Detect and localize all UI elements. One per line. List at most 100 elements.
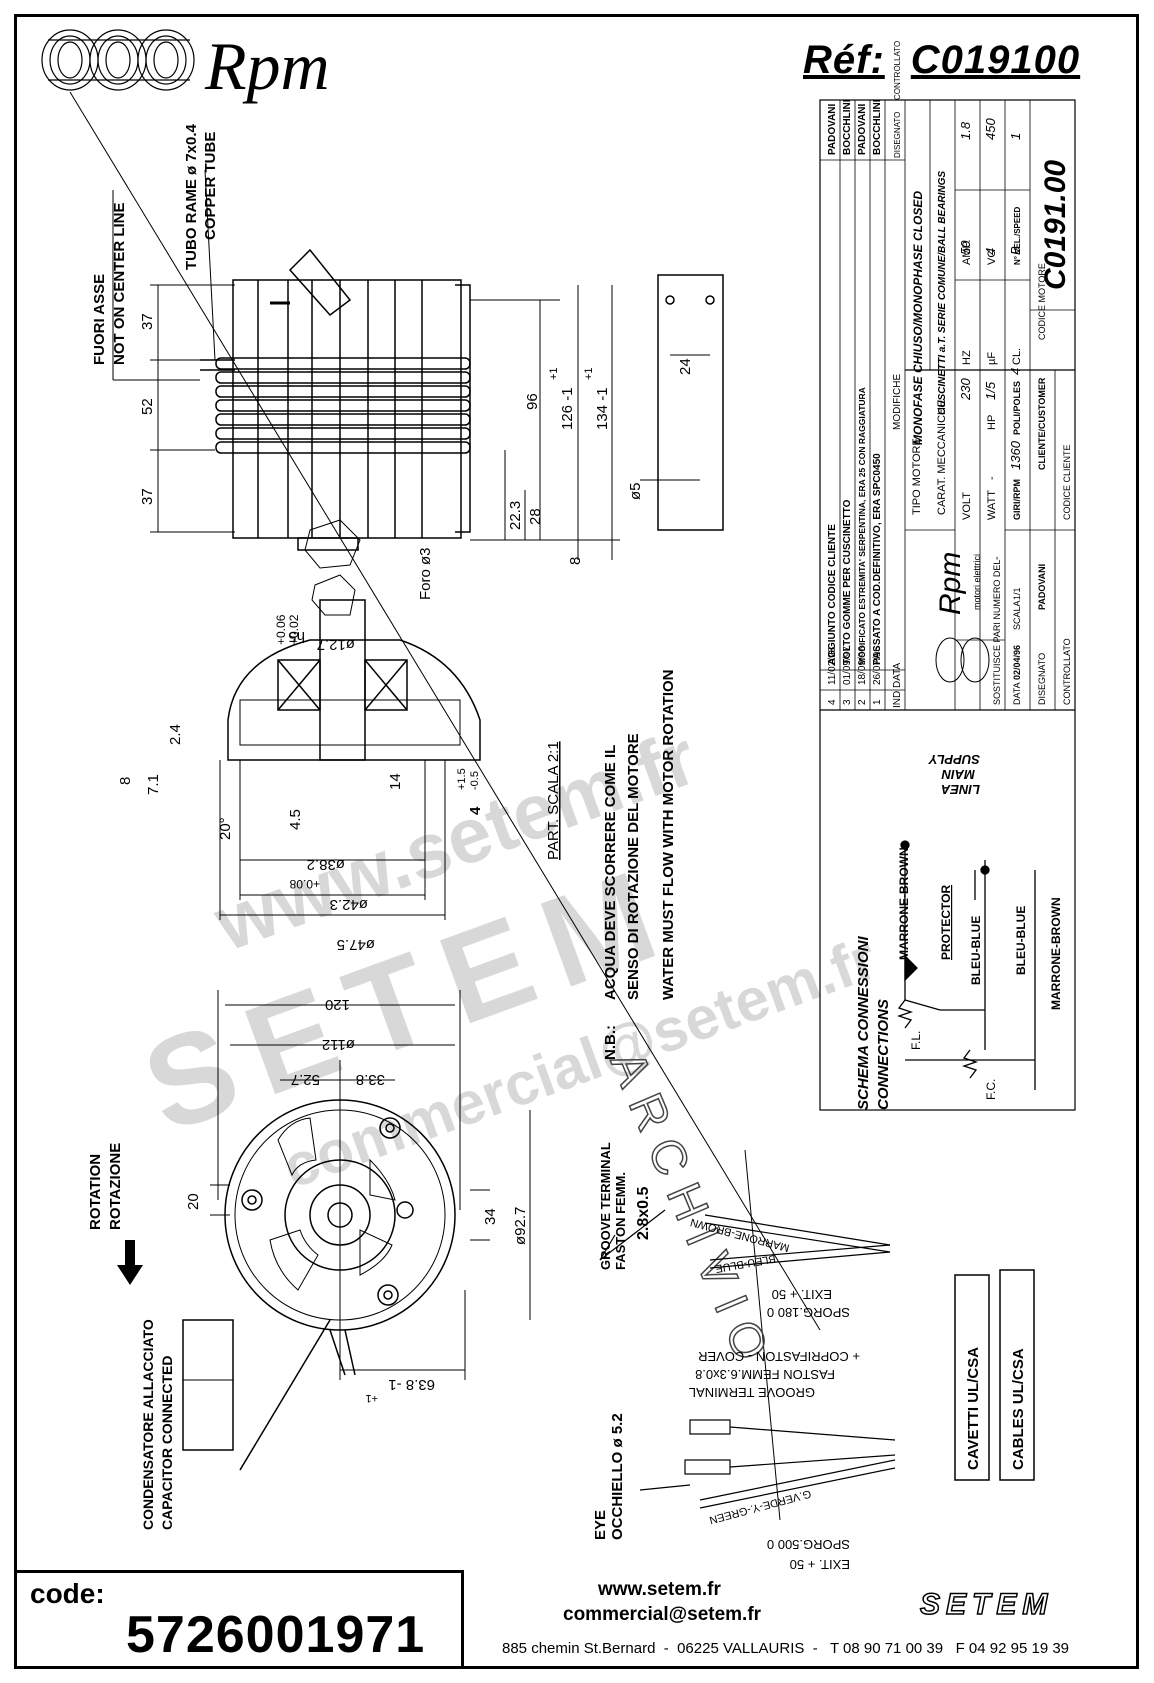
faston-femm-label: FASTON FEMM. [613,1172,628,1270]
front-view-dimensions [210,990,531,1380]
groove-terminal-label: GROOVE TERMINAL [598,1142,613,1270]
title-block-logo: Rpm motori elettrici [934,552,990,683]
email-link[interactable]: commercial@setem.fr [563,1604,762,1625]
rev-header-mod: MODIFICHE [892,374,903,430]
dim-8-detail: 8 [117,777,134,785]
note-line-it: ACQUA DEVE SCORRERE COME IL [602,745,619,1000]
conn-fc: F.C. [984,1079,998,1100]
dim-8: 8 [567,557,584,565]
cl-label: CL. [1011,348,1023,365]
hp-label: HP [986,415,998,430]
axis-label-it: FUORI ASSE [91,274,108,365]
rpm-coil-logo [41,29,195,91]
dim-33-8: 33.8 [356,1071,385,1088]
title-block-specs: TIPO MOTORE MONOFASE CHIUSO/MONOPHASE CL… [911,118,1072,705]
shaft-fit: h5 [288,628,305,645]
tipo-motore: MONOFASE CHIUSO/MONOPHASE CLOSED [911,191,925,445]
bracket-view [640,274,724,531]
code-value: 5726001971 [126,1606,426,1664]
exit-180: EXIT. + 50 [772,1287,832,1302]
rotation-arrow-icon [117,1240,143,1285]
dim-37-bottom: 37 [139,488,156,505]
title-block-brand-sub: motori elettrici [972,554,982,610]
hp-value: 1/5 [983,381,998,400]
conn-wire-blue: BLEU-BLUE [969,916,983,985]
rev-ind-3: 3 [842,699,853,705]
cables-en-label: CABLES UL/CSA [1010,1348,1027,1470]
terminal-labels: GROOVE TERMINAL FASTON FEMM. 2.8x0.5 MAR… [592,1142,860,1572]
conn-fl: F.L. [909,1031,923,1050]
rev-date-4: 11/02/98 [827,646,838,685]
supply-label-it: LINEA [941,782,980,797]
tipo-motore-label: TIPO MOTORE [911,438,923,515]
tol-upper: +0.06 [274,614,288,645]
dim-126-tol: +1 [548,367,560,380]
rev-header-checked: CONTROLLATO [893,41,902,100]
rev-by-2: PADOVANI [857,103,868,155]
note-line-it2: SENSO DI ROTAZIONE DEL MOTORE [625,733,642,1000]
rev-date-2: 18/09/96 [857,646,868,685]
bracket-dim-5: ø5 [627,482,644,500]
codice-motore-value: C0191.00 [1039,160,1072,290]
rpm-label: GIRI/RPM [1012,479,1022,520]
scala-value: 1/1 [1012,587,1022,600]
note-line-en: WATER MUST FLOW WITH MOTOR ROTATION [660,669,677,1000]
axis-label-en: NOT ON CENTER LINE [111,202,128,365]
uf-value: 4 [983,248,998,255]
vc-value: 450 [983,118,998,140]
motor-side-view [200,248,471,551]
dim-47: ø47.5 [337,936,375,953]
website-link[interactable]: www.setem.fr [598,1579,721,1600]
bearing-detail [219,519,481,920]
tol-1-5: +1.5 [456,768,468,790]
code-label: code: [30,1578,105,1609]
cl-value: B [1008,246,1023,255]
conn-protector: PROTECTOR [939,885,953,960]
rev-date-3: 01/09/97 [842,646,853,685]
rev-text-3: TOLTO GOMME PER CUSCINETTO [842,499,853,665]
rev-text-2: MODIFICATO ESTREMITA' SERPENTINA, ERA 25… [857,387,867,665]
dim-112: ø112 [322,1036,355,1053]
dim-37-top: 37 [139,313,156,330]
dim-63-8: 63.8 -1 [388,1376,435,1393]
watermark: www.setem.fr SETEM commercial@setem.fr [127,713,885,1201]
amp-value: 1.8 [958,121,973,140]
conn-wire-blue-2: BLEU-BLUE [1014,906,1028,975]
shaft-dia: ø12.7 [317,636,355,653]
brand-title: Rpm [205,28,330,104]
cables-it-label: CAVETTI UL/CSA [965,1347,982,1470]
wire-green-label: G.VERDE-Y.-GREEN [708,1487,813,1526]
rev-text-1: PASSATO A COD.DEFINITIVO, ERA SPC0450 [872,453,883,665]
disegnato-label: DISEGNATO [1037,653,1047,705]
dim-134-tol: +1 [583,367,595,380]
dim-14: 14 [387,773,404,790]
conn-wire-brown-2: MARRONE-BROWN [1049,897,1063,1010]
dim-20: 20 [185,1193,202,1210]
rev-ind-1: 1 [872,699,883,705]
eye-label-it: OCCHIELLO ø 5.2 [609,1413,626,1540]
dim-52: 52 [139,398,156,415]
dim-134: 134 -1 [594,387,611,430]
controllato-label: CONTROLLATO [1062,638,1072,705]
tube-label-en: COPPER TUBE [202,132,219,240]
terminal-wires [599,1209,896,1509]
codice-cliente-label: CODICE CLIENTE [1062,444,1072,520]
title-block-brand: Rpm [934,552,967,615]
speed-value: 1 [1008,133,1023,140]
rev-header-date: DATA [892,662,903,688]
side-view-labels: 37 52 37 96 126 -1 +1 134 -1 +1 22.3 28 … [91,123,611,565]
bearing-detail-labels: Foro ø3 ø12.7 h5 +0.06 +0.02 2.4 8 7.1 4… [117,547,562,953]
dim-28: 28 [527,508,544,525]
dim-92-7: ø92.7 [512,1207,529,1245]
groove-terminal-2: GROOVE TERMINAL [689,1385,815,1400]
side-view-dimensions [112,169,620,560]
data-label: DATA [1012,682,1022,705]
rev-by-4: PADOVANI [827,103,838,155]
carat: CUSCINETTI a.T. SERIE COMUNE/BALL BEARIN… [937,171,948,415]
sostituisce-label: SOSTITUISCE PARI NUMERO DEL [992,560,1002,705]
bracket-dim-24: 24 [677,358,694,375]
watt-value: - [986,476,998,480]
sostituisce-value: - [991,556,1003,560]
dim-34: 34 [482,1208,499,1225]
